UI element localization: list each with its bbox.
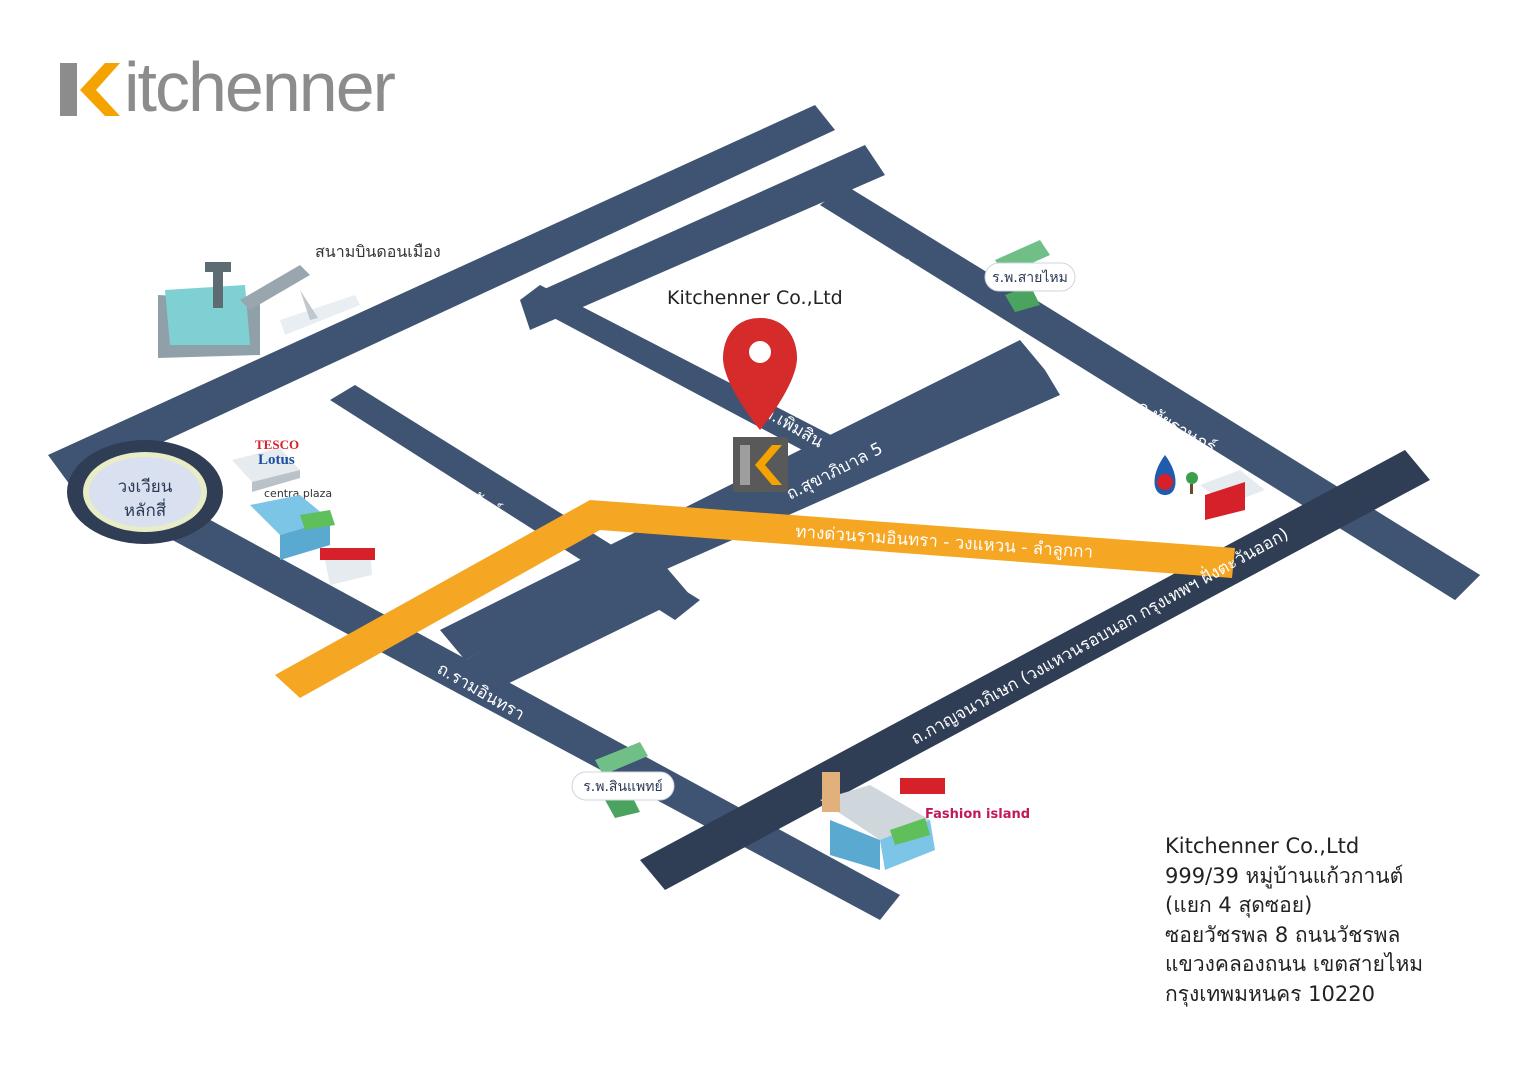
roundabout-label-2: หลักสี่ (124, 498, 167, 521)
hospital-sinphaet-label: ร.พ.สินแพทย์ (583, 778, 662, 795)
road-phermsin (520, 285, 860, 470)
address-line-5: แขวงคลองถนน เขตสายไหม (1165, 952, 1424, 976)
gas-station-icon (1154, 455, 1265, 520)
fashion-label: Fashion island (925, 807, 1030, 822)
kitchenner-logo-icon (733, 437, 788, 492)
mall-icon-tesco (232, 448, 300, 492)
hospital-saimai-pill: ร.พ.สายไหม (984, 262, 1076, 292)
road-phermsin-upper (520, 145, 885, 330)
brand-k-accent (60, 63, 120, 116)
brand-logo: itchenner (58, 52, 396, 122)
airport-icon (158, 262, 360, 358)
road-lower-connector (465, 560, 690, 690)
address-line-4: ซอยวัชรพล 8 ถนนวัชรพล (1165, 922, 1401, 947)
road-theppharak (330, 385, 700, 620)
road-phahonyothin (48, 105, 835, 485)
road-sukhapiban5 (520, 370, 1060, 625)
roundabout (67, 440, 223, 544)
hospital-saimai-label: ร.พ.สายไหม (992, 269, 1068, 286)
location-pin-icon (723, 318, 797, 430)
road-kaiyarat (990, 290, 1480, 600)
road-ramintra (70, 460, 900, 920)
airport-label: สนามบินดอนเมือง (315, 242, 441, 261)
hospital-sinphaet-pill: ร.พ.สินแพทย์ (571, 771, 675, 801)
tesco-label-2: Lotus (258, 452, 295, 468)
mall-icon-fashion (820, 772, 945, 870)
brand-name: itchenner (124, 48, 396, 126)
address-line-2: 999/39 หมู่บ้านแก้วกานต์ (1165, 863, 1404, 888)
address-line-1: Kitchenner Co.,Ltd (1165, 834, 1360, 858)
tesco-label-1: TESCO (255, 437, 299, 452)
address-line-3: (แยก 4 สุดซอย) (1165, 893, 1313, 917)
address-block: Kitchenner Co.,Ltd 999/39 หมู่บ้านแก้วกา… (1165, 832, 1423, 1009)
mall-icon-central (250, 495, 335, 560)
roundabout-label-1: วงเวียน (118, 477, 173, 497)
address-line-6: กรุงเทพมหนคร 10220 (1165, 981, 1375, 1006)
mall-icon-bigc (320, 548, 375, 585)
central-label: centra plaza (264, 487, 332, 500)
pin-title: Kitchenner Co.,Ltd (667, 287, 843, 309)
expressway (275, 500, 1235, 698)
